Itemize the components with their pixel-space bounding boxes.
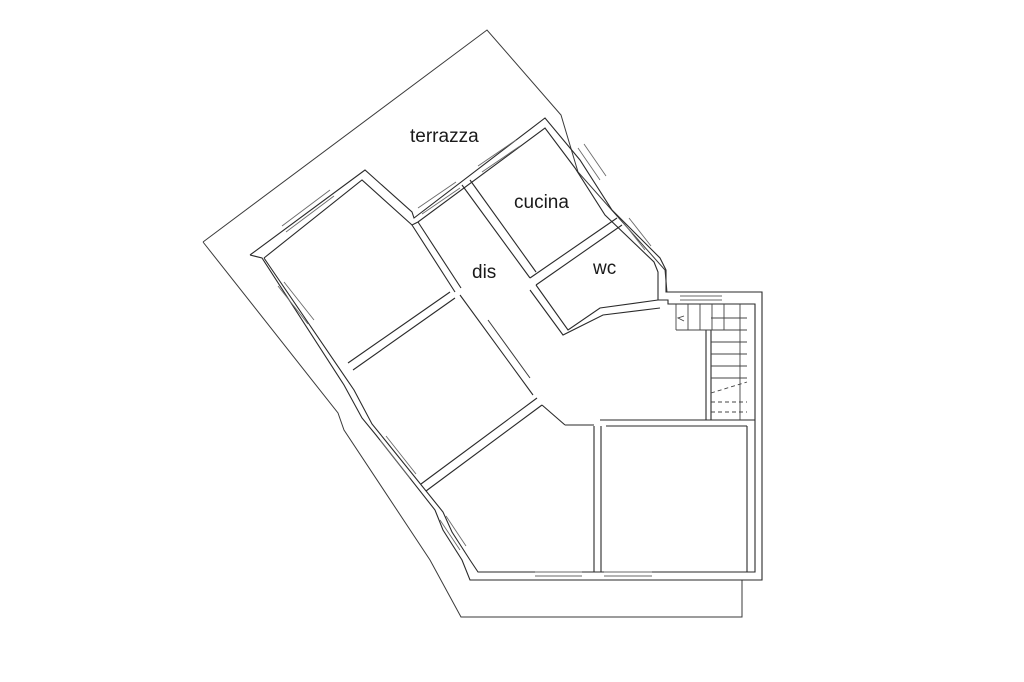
label-wc: wc: [592, 258, 616, 279]
building-outer-wall: [249, 117, 763, 581]
corridor-wall-a: [411, 224, 456, 293]
kitchen-wc-partition: [529, 217, 618, 279]
corridor-wall-d: [417, 221, 462, 289]
terrace-outline: [202, 29, 763, 618]
door-diagonal: [487, 319, 531, 379]
label-terrazza: terrazza: [410, 126, 479, 147]
kitchen-wc-partition-b: [535, 224, 623, 286]
corridor-wall-b: [459, 294, 534, 396]
partition-1b: [352, 297, 456, 371]
windows: [277, 139, 722, 577]
partition-1: [347, 291, 451, 364]
label-cucina: cucina: [514, 192, 569, 213]
building-inner-wall: [263, 127, 756, 573]
label-dis: dis: [472, 262, 496, 283]
corridor-wall-c: [541, 404, 566, 426]
partition-2: [420, 397, 538, 485]
wc-wall: [535, 284, 659, 331]
staircase: [675, 304, 748, 420]
partition-2b: [425, 404, 543, 492]
kitchen-wall-left: [461, 184, 531, 279]
kitchen-wall-left-b: [469, 179, 537, 273]
wc-wall-b: [529, 289, 661, 336]
